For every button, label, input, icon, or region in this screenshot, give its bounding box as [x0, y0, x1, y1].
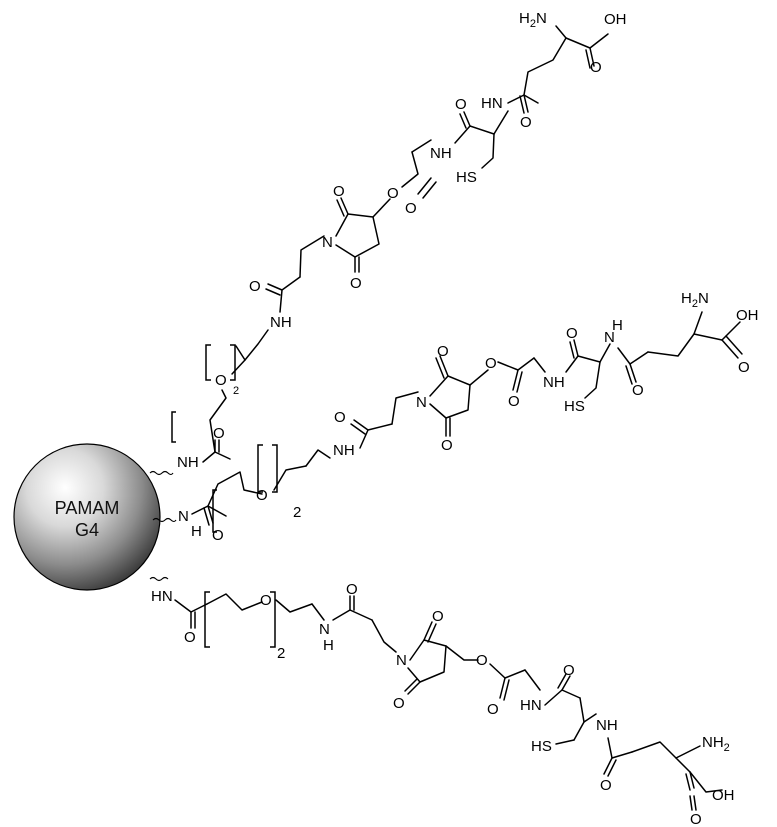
atom-h2n: H2N — [681, 290, 709, 310]
atom-nh: NH — [177, 454, 199, 471]
core-label-2: G4 — [75, 520, 99, 540]
repeat-count: 2 — [293, 504, 301, 521]
atom-h: H — [191, 523, 202, 540]
atom-hn: HN — [520, 697, 542, 714]
atom-nh: NH — [430, 145, 452, 162]
atom-h2n: H2N — [519, 10, 547, 30]
atom-o: O — [184, 629, 196, 646]
atom-o: O — [213, 425, 225, 442]
atom-o: O — [590, 59, 602, 76]
repeat-count: 2 — [277, 645, 285, 662]
branch-middle: N H O O 2 NH O N O O O O NH O HS — [152, 290, 759, 544]
atom-n: N — [416, 394, 427, 411]
pamam-core: PAMAM G4 — [13, 443, 161, 591]
repeat-bracket — [230, 344, 236, 381]
atom-o: O — [520, 114, 532, 131]
atom-o: O — [632, 382, 644, 399]
atom-oh: OH — [604, 11, 627, 28]
atom-h: H — [612, 317, 623, 334]
repeat-bracket — [270, 591, 276, 648]
atom-o: O — [487, 701, 499, 718]
atom-o: O — [432, 608, 444, 625]
atom-nh: NH — [596, 717, 618, 734]
atom-oh: OH — [712, 787, 735, 804]
atom-hn: HN — [481, 95, 503, 112]
atom-sh: HS — [564, 398, 585, 415]
atom-sh: HS — [456, 169, 477, 186]
atom-o: O — [334, 409, 346, 426]
wavy-bond — [152, 517, 177, 523]
atom-o: O — [333, 183, 345, 200]
core-label-1: PAMAM — [55, 498, 120, 518]
repeat-bracket — [272, 444, 278, 493]
atom-o: O — [476, 652, 488, 669]
atom-o: O — [215, 372, 227, 389]
atom-nh: NH — [270, 314, 292, 331]
atom-sh: HS — [531, 738, 552, 755]
wavy-bond — [149, 576, 169, 582]
atom-hn: HN — [151, 588, 173, 605]
repeat-bracket — [204, 591, 210, 648]
atom-n: N — [319, 621, 330, 638]
atom-o: O — [455, 96, 467, 113]
atom-n: N — [604, 329, 615, 346]
atom-o: O — [405, 200, 417, 217]
atom-o: O — [393, 695, 405, 712]
atom-o: O — [441, 437, 453, 454]
branch-top: NH O O 2 NH O N O O O O NH — [149, 10, 627, 476]
repeat-count: 2 — [233, 385, 239, 397]
atom-n: N — [396, 652, 407, 669]
atom-nh2: NH2 — [702, 734, 730, 754]
atom-o: O — [260, 592, 272, 609]
atom-n: N — [178, 508, 189, 525]
repeat-bracket — [205, 344, 211, 381]
atom-o: O — [485, 355, 497, 372]
repeat-bracket — [257, 444, 263, 493]
atom-o: O — [690, 811, 702, 827]
atom-o: O — [256, 487, 268, 504]
branch-bottom: HN O O 2 N H O N O O O O HN O HS — [149, 576, 735, 827]
atom-o: O — [566, 325, 578, 342]
atom-nh: NH — [333, 442, 355, 459]
atom-o: O — [350, 275, 362, 292]
atom-o: O — [346, 581, 358, 598]
atom-h: H — [323, 637, 334, 654]
atom-oh: OH — [736, 307, 759, 324]
atom-o: O — [249, 278, 261, 295]
atom-o: O — [387, 185, 399, 202]
atom-o: O — [508, 393, 520, 410]
atom-o: O — [563, 662, 575, 679]
atom-o: O — [738, 359, 750, 376]
atom-o: O — [600, 777, 612, 794]
wavy-bond — [149, 470, 174, 476]
atom-nh: NH — [543, 374, 565, 391]
atom-o: O — [212, 527, 224, 544]
atom-o: O — [437, 343, 449, 360]
atom-n: N — [322, 234, 333, 251]
repeat-bracket — [171, 411, 176, 443]
